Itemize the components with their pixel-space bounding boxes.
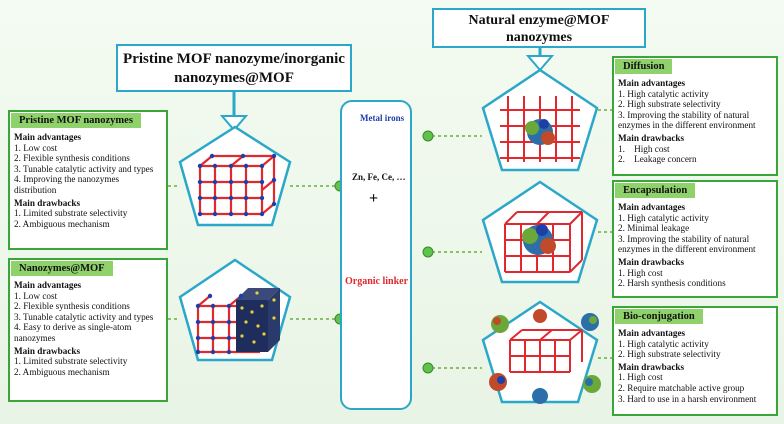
pristine-mof-panel: Pristine MOF nanozymes Main advantages 1… [8,110,168,250]
bioconj-adv-head: Main advantages [618,328,686,338]
list-item: 1. High catalytic activity [618,212,709,223]
list-item: 2. Minimal leakage [618,223,690,234]
list-item: 3. Tunable catalytic activity and types [14,311,154,322]
callout-left-line1: Pristine MOF nanozyme/inorganic [123,51,345,67]
enzyme-category-callout: Natural enzyme@MOF nanozymes [432,8,646,48]
mof-nodes-pristine [197,153,277,217]
encapsulation-title: Encapsulation [615,183,696,198]
list-item: enzymes in the different environment [618,244,756,255]
nanozymes-adv-head: Main advantages [14,280,82,290]
list-item: 2. Ambiguous mechanism [14,366,110,377]
list-item: 2. High substrate selectivity [618,99,721,110]
mof-nodes-nanozymes [195,293,244,355]
bioconj-title: Bio-conjugation [615,309,703,324]
list-item: 1. Limited substrate selectivity [14,208,128,219]
bioconjugation-panel: Bio-conjugation Main advantages 1. High … [612,306,778,416]
organic-linker-label: Organic linker [345,276,409,287]
connectors [168,109,612,369]
callout-arrow-right [525,48,555,72]
enzyme-conjugates [489,309,601,404]
list-item: 3. Hard to use in a harsh environment [618,393,757,404]
list-item: 1. High catalytic activity [618,338,709,349]
list-item: 2. Flexible synthesis conditions [14,301,130,312]
synthesis-panel [340,100,412,410]
metal-list: Zn, Fe, Ce, … [352,172,406,182]
nanozymes-draw-head: Main drawbacks [14,345,81,356]
bioconj-draw-head: Main drawbacks [618,361,685,372]
encapsulation-panel: Encapsulation Main advantages 1. High ca… [612,180,778,298]
pristine-category-callout: Pristine MOF nanozyme/inorganic nanozyme… [116,44,352,92]
mof-lattice-diffusion [500,96,580,162]
list-item: 1. High cost [618,267,663,278]
list-item: 1. Limited substrate selectivity [14,356,128,367]
list-item: 2. Flexible synthesis conditions [14,153,130,164]
callout-left-line2: nanozymes@MOF [174,70,294,86]
list-item: 4. Easy to derive as single-atom [14,322,132,333]
list-item: 1. High cost [618,143,670,154]
metal-ions-label: Metal irons [360,113,405,123]
list-item: enzymes in the different environment [618,120,756,131]
nanozyme-block [236,288,280,352]
list-item: 2. High substrate selectivity [618,349,721,360]
list-item: 1. Low cost [14,290,58,301]
list-item: 2. Leakage concern [618,154,697,165]
diffusion-draw-head: Main drawbacks [618,132,685,143]
pristine-title: Pristine MOF nanozymes [11,113,141,128]
plus-sign: + [369,190,379,207]
list-item: distribution [14,184,57,195]
diffusion-panel: Diffusion Main advantages 1. High cataly… [612,56,778,176]
enzyme-cluster-diffusion [525,119,555,145]
list-item: 2. Ambiguous mechanism [14,218,110,229]
nanozymes-mof-panel: Nanozymes@MOF Main advantages 1. Low cos… [8,258,168,402]
list-item: 3. Improving the stability of natural [618,109,750,120]
list-item: 4. Improving the nanozymes [14,174,120,185]
callout-right-line1: Natural enzyme@MOF [468,13,610,28]
list-item: 3. Tunable catalytic activity and types [14,163,154,174]
list-item: 3. Improving the stability of natural [618,233,750,244]
list-item: nanozymes [14,332,56,343]
encapsulation-draw-head: Main drawbacks [618,256,685,267]
diffusion-title: Diffusion [615,59,673,74]
list-item: 2. Require matchable active group [618,382,745,393]
list-item: 1. Low cost [14,142,58,153]
callout-right-line2: nanozymes [505,30,573,45]
list-item: 2. Harsh synthesis conditions [618,278,726,289]
callout-arrow-left [219,92,249,132]
enzyme-cluster-encapsulation [522,224,556,255]
encapsulation-adv-head: Main advantages [618,202,686,212]
list-item: 1. High catalytic activity [618,88,709,99]
list-item: 1. High cost [618,372,663,383]
pristine-adv-head: Main advantages [14,132,82,142]
nanozymes-title: Nanozymes@MOF [11,261,113,276]
pristine-draw-head: Main drawbacks [14,197,81,208]
mof-lattice-bioconjugation [509,329,583,373]
diffusion-adv-head: Main advantages [618,78,686,88]
